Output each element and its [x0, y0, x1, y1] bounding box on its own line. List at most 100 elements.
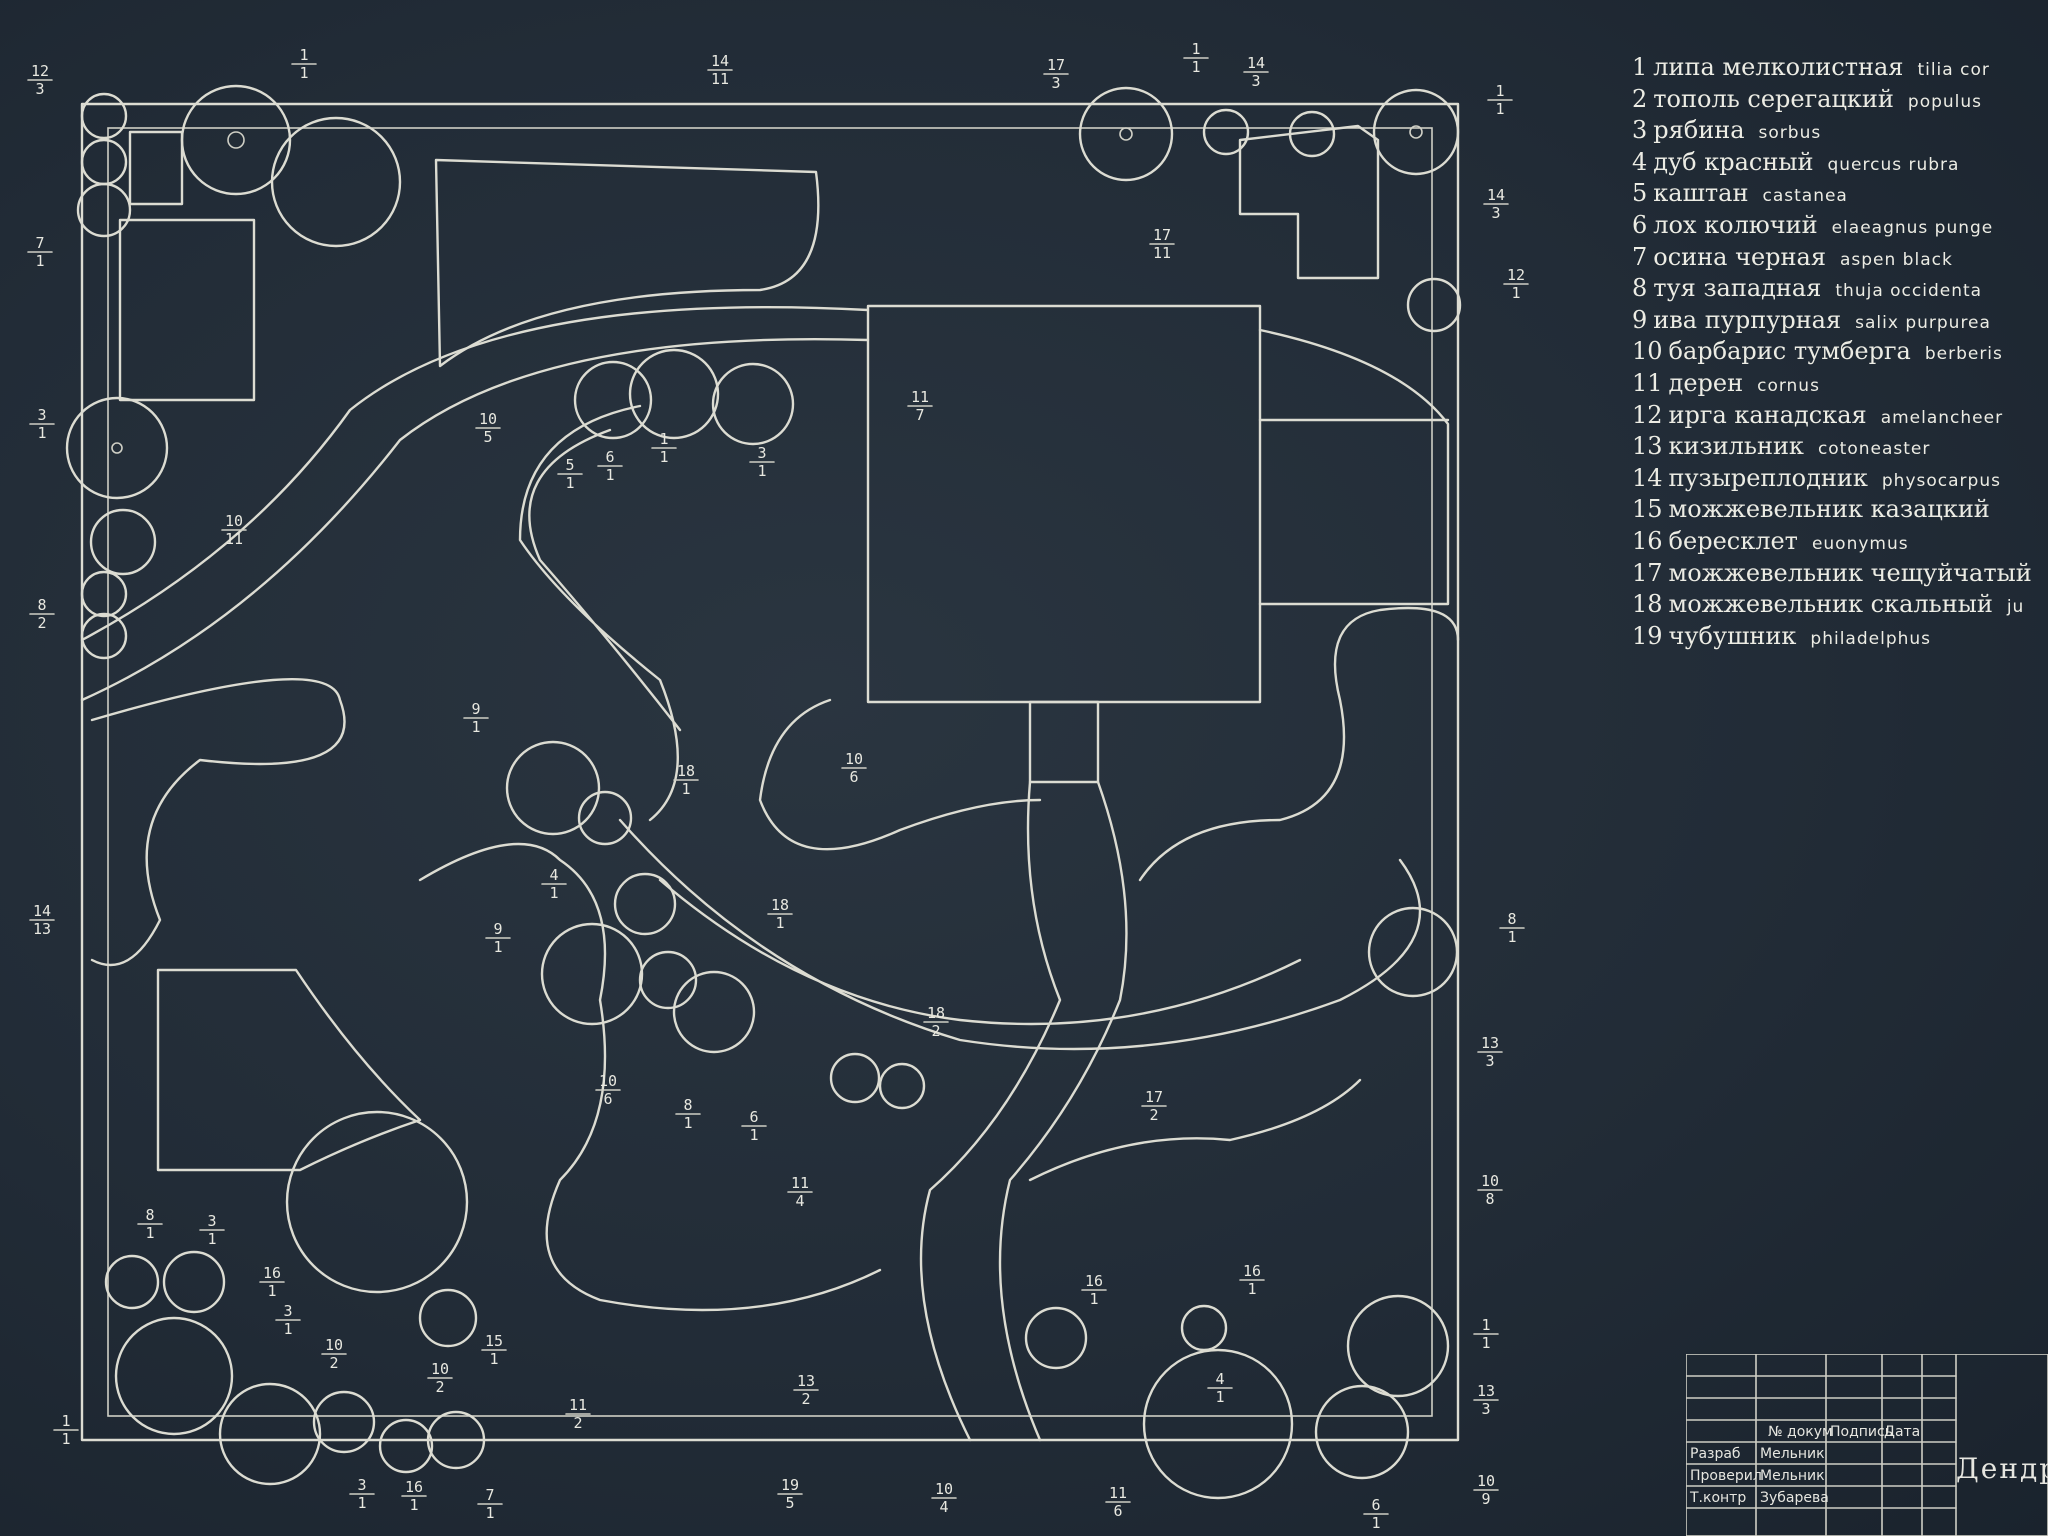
callout-species-number: 18	[677, 762, 695, 780]
callout-species-number: 16	[1085, 1272, 1103, 1290]
plant-callout: 81	[675, 1096, 701, 1132]
legend-latin-name: tilia cor	[1917, 60, 1990, 80]
site-boundary	[80, 102, 1460, 1442]
legend-latin-name: euonymus	[1811, 533, 1909, 554]
callout-species-number: 18	[771, 896, 789, 914]
callout-species-number: 16	[405, 1478, 423, 1496]
callout-quantity: 13	[33, 920, 51, 938]
stamp-name-developer: Мельник	[1760, 1446, 1825, 1462]
legend-latin-name: berberis	[1924, 344, 2003, 365]
callout-species-number: 10	[1477, 1472, 1495, 1490]
callout-quantity: 1	[1191, 58, 1200, 76]
callout-species-number: 11	[1109, 1484, 1127, 1502]
legend-russian-name: дерен	[1668, 368, 1744, 397]
callout-quantity: 2	[573, 1414, 582, 1432]
legend-latin-name: ju	[2006, 597, 2025, 618]
plant-callout: 123	[27, 62, 53, 98]
callout-species-number: 3	[37, 406, 46, 424]
callout-quantity: 1	[409, 1496, 418, 1514]
callout-quantity: 1	[1089, 1290, 1098, 1308]
callout-species-number: 11	[569, 1396, 587, 1414]
legend-number: 11	[1632, 368, 1663, 397]
callout-quantity: 1	[659, 448, 668, 466]
legend-russian-name: дуб красный	[1653, 147, 1814, 176]
legend-latin-name: amelancheer	[1880, 407, 2004, 428]
legend-russian-name: чубушник	[1668, 621, 1797, 650]
callout-species-number: 16	[263, 1264, 281, 1282]
callout-quantity: 1	[489, 1350, 498, 1368]
legend-russian-name: кизильник	[1668, 432, 1804, 461]
stamp-role-developer: Разраб	[1690, 1446, 1741, 1462]
path-loop	[518, 404, 682, 822]
legend-number: 19	[1632, 621, 1663, 650]
callout-quantity: 1	[357, 1494, 366, 1512]
callout-quantity: 1	[37, 424, 46, 442]
plant-callout: 133	[1477, 1034, 1503, 1070]
plant-callout: 61	[741, 1108, 767, 1144]
callout-quantity: 1	[145, 1224, 154, 1242]
callout-species-number: 3	[757, 444, 766, 462]
callout-quantity: 2	[329, 1354, 338, 1372]
plant-callout: 105	[475, 410, 501, 446]
callout-quantity: 1	[749, 1126, 758, 1144]
legend-russian-name: можжевельник скальный	[1668, 590, 1993, 619]
callout-species-number: 12	[1507, 266, 1525, 284]
lawn-big-left	[418, 842, 882, 1312]
plant-callout: 91	[463, 700, 489, 736]
callout-species-number: 3	[207, 1212, 216, 1230]
lawn-shape-center	[758, 698, 1042, 851]
plant-callout: 31	[199, 1212, 225, 1248]
callout-species-number: 13	[1481, 1034, 1499, 1052]
legend-number: 5	[1632, 179, 1648, 208]
legend-russian-name: осина черная	[1653, 242, 1826, 271]
plant-callout: 71	[477, 1486, 503, 1522]
legend-number: 3	[1632, 116, 1648, 145]
callout-quantity: 1	[61, 1430, 70, 1448]
callout-quantity: 11	[711, 70, 729, 88]
legend-number: 8	[1632, 274, 1648, 303]
legend-latin-name: cotoneaster	[1817, 439, 1931, 460]
legend-number: 9	[1632, 305, 1648, 334]
plant-callout: 133	[1473, 1382, 1499, 1418]
legend-number: 16	[1632, 526, 1663, 555]
callout-quantity: 6	[849, 768, 858, 786]
legend-latin-name: salix purpurea	[1855, 312, 1991, 333]
house	[866, 304, 1262, 704]
callout-species-number: 1	[1481, 1316, 1490, 1334]
callout-species-number: 7	[485, 1486, 494, 1504]
plant-callout: 31	[749, 444, 775, 480]
legend-russian-name: тополь серегацкий	[1653, 84, 1894, 113]
plant-callout: 82	[29, 596, 55, 632]
callout-quantity: 2	[931, 1022, 940, 1040]
garage	[1238, 124, 1380, 280]
plant-callout: 41	[1207, 1370, 1233, 1406]
callout-quantity: 1	[681, 780, 690, 798]
stamp-title: Дендр	[1956, 1452, 2048, 1485]
callout-quantity: 1	[267, 1282, 276, 1300]
callout-quantity: 1	[207, 1230, 216, 1248]
callout-quantity: 8	[1485, 1190, 1494, 1208]
legend-latin-name: elaeagnus punge	[1831, 217, 1994, 238]
plant-callout: 112	[565, 1396, 591, 1432]
callout-species-number: 6	[1371, 1496, 1380, 1514]
path-drive	[919, 780, 1128, 1442]
plant-callout: 121	[1503, 266, 1529, 302]
plant-callout: 11	[651, 430, 677, 466]
lawn-circle-bottom	[285, 1110, 469, 1294]
callout-species-number: 1	[659, 430, 668, 448]
callout-quantity: 7	[915, 406, 924, 424]
legend-latin-name: thuja occidenta	[1835, 281, 1983, 302]
legend-russian-name: бересклет	[1668, 526, 1798, 555]
callout-quantity: 3	[1485, 1052, 1494, 1070]
